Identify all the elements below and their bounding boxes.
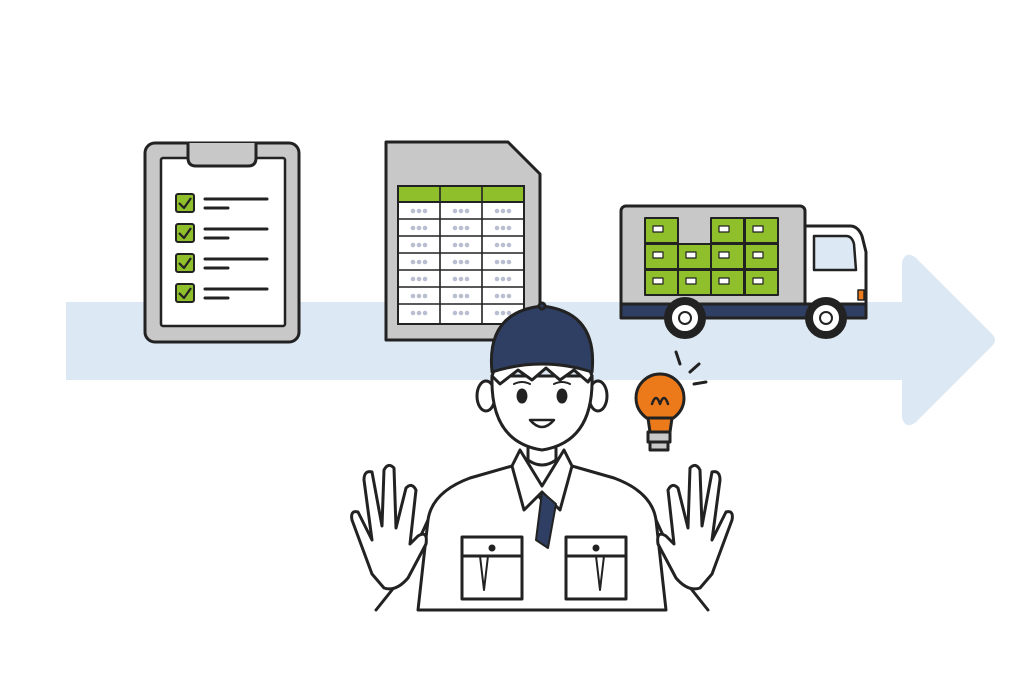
cell-dot: [506, 242, 512, 248]
cell-dot: [416, 259, 422, 265]
cell-dot: [464, 225, 470, 231]
cell-dot: [452, 276, 458, 282]
cell-dot: [506, 208, 512, 214]
cargo-box-icon: [710, 269, 745, 296]
cell-dot: [410, 276, 416, 282]
cell-dot: [452, 242, 458, 248]
left-hand: [350, 463, 428, 591]
cell-dot: [500, 259, 506, 265]
cell-dot: [506, 276, 512, 282]
cell-dot: [458, 225, 464, 231]
checklist-icon: [143, 141, 301, 344]
cargo-box-icon: [710, 217, 745, 244]
cell-dot: [422, 259, 428, 265]
lightbulb-icon: [634, 350, 708, 452]
cell-dot: [494, 225, 500, 231]
cell-dot: [422, 276, 428, 282]
cell-dot: [494, 276, 500, 282]
cell-dot: [422, 225, 428, 231]
cargo-box-icon: [644, 217, 679, 244]
cell-dot: [416, 293, 422, 299]
cell-dot: [416, 208, 422, 214]
worker: [350, 301, 734, 612]
cell-dot: [500, 242, 506, 248]
cargo-box-icon: [710, 243, 745, 270]
cell-dot: [464, 310, 470, 316]
cell-dot: [500, 208, 506, 214]
cell-dot: [410, 242, 416, 248]
checkbox-icon: [175, 193, 195, 213]
cell-dot: [410, 310, 416, 316]
cell-dot: [416, 225, 422, 231]
cell-dot: [458, 276, 464, 282]
cell-dot: [422, 208, 428, 214]
cell-dot: [452, 293, 458, 299]
cell-dot: [452, 208, 458, 214]
cell-dot: [422, 310, 428, 316]
cell-dot: [464, 293, 470, 299]
cargo-box-icon: [644, 269, 679, 296]
cell-dot: [500, 225, 506, 231]
cell-dot: [416, 242, 422, 248]
cell-dot: [452, 259, 458, 265]
cargo-box-icon: [677, 269, 712, 296]
cell-dot: [458, 242, 464, 248]
cell-dot: [458, 310, 464, 316]
cell-dot: [506, 225, 512, 231]
cell-dot: [506, 310, 512, 316]
cell-dot: [506, 259, 512, 265]
cargo-box-icon: [644, 243, 679, 270]
cell-dot: [494, 310, 500, 316]
cargo-box-icon: [677, 243, 712, 270]
cell-dot: [464, 259, 470, 265]
cell-dot: [410, 225, 416, 231]
cell-dot: [494, 242, 500, 248]
face: [490, 374, 594, 452]
checkbox-icon: [175, 283, 195, 303]
checkbox-icon: [175, 253, 195, 273]
pocket: [564, 535, 628, 601]
cell-dot: [458, 259, 464, 265]
cell-dot: [422, 242, 428, 248]
wheel-icon: [664, 297, 706, 339]
delivery-truck-icon: [619, 204, 868, 339]
cell-dot: [506, 293, 512, 299]
cell-dot: [500, 310, 506, 316]
cell-dot: [494, 293, 500, 299]
cell-dot: [452, 310, 458, 316]
cell-dot: [410, 259, 416, 265]
cargo-box-icon: [744, 217, 779, 244]
cell-dot: [410, 208, 416, 214]
cell-dot: [494, 208, 500, 214]
cell-dot: [458, 208, 464, 214]
cell-dot: [500, 293, 506, 299]
cell-dot: [410, 293, 416, 299]
cell-dot: [464, 276, 470, 282]
cell-dot: [464, 242, 470, 248]
cell-dot: [422, 293, 428, 299]
cell-dot: [416, 310, 422, 316]
cargo-box-icon: [744, 269, 779, 296]
spreadsheet-icon: [384, 140, 542, 342]
cell-dot: [494, 259, 500, 265]
cell-dot: [416, 276, 422, 282]
cell-dot: [458, 293, 464, 299]
right-hand: [656, 463, 734, 591]
cargo-box-icon: [744, 243, 779, 270]
cell-dot: [452, 225, 458, 231]
cell-dot: [500, 276, 506, 282]
wheel-icon: [805, 297, 847, 339]
cell-dot: [464, 208, 470, 214]
cap: [489, 304, 595, 374]
checkbox-icon: [175, 223, 195, 243]
pocket: [460, 535, 524, 601]
